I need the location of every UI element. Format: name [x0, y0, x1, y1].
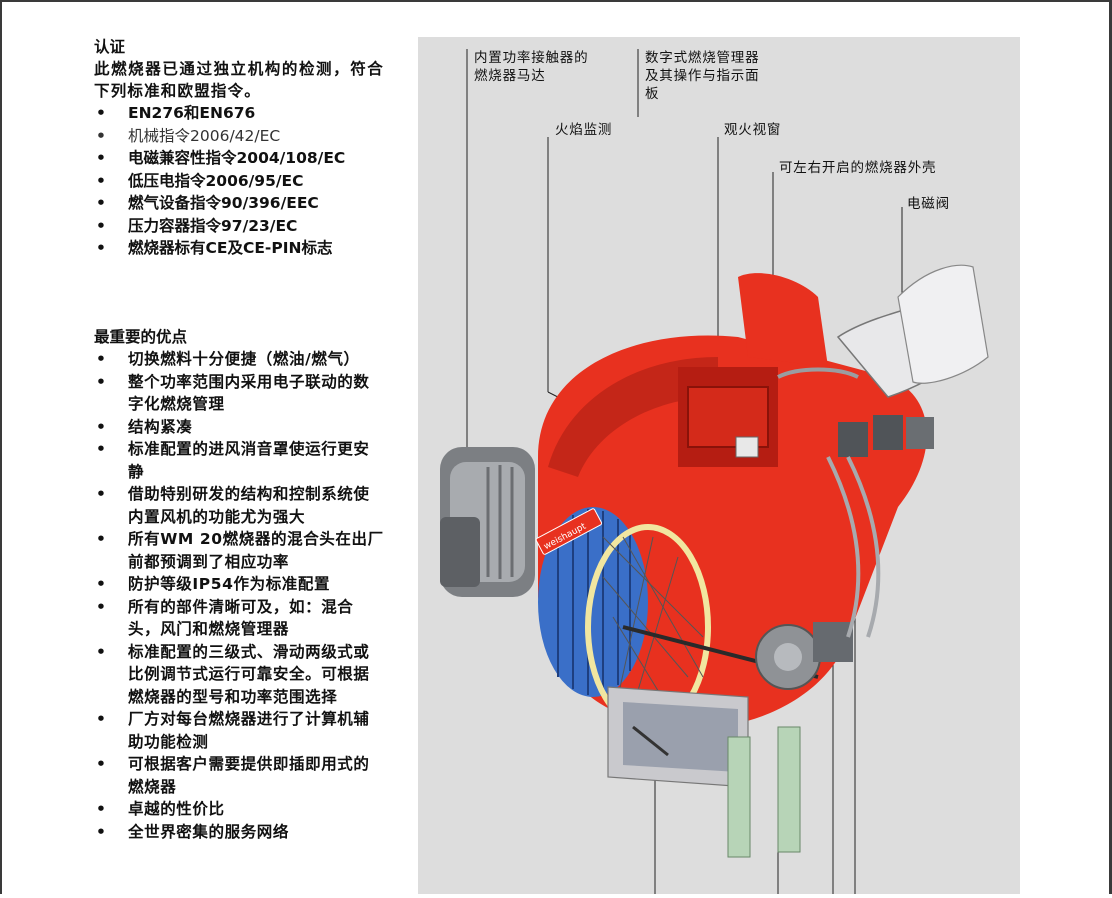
list-item: 卓越的性价比: [94, 798, 384, 821]
list-item: 标准配置的进风消音罩使运行更安静: [94, 438, 384, 483]
burner-fan: [538, 507, 819, 730]
list-item: 所有的部件清晰可及，如：混合头，风门和燃烧管理器: [94, 596, 384, 641]
callout-manager: 数字式燃烧管理器 及其操作与指示面 板: [645, 49, 759, 103]
advantages-heading: 最重要的优点: [94, 328, 188, 346]
callout-housing-text: 可左右开启的燃烧器外壳: [779, 160, 937, 176]
burner-valves: [838, 415, 934, 457]
burner-hoses: [727, 367, 881, 858]
list-item: 燃烧器标有CE及CE-PIN标志: [94, 237, 384, 260]
list-item: 压力容器指令97/23/EC: [94, 215, 384, 238]
callout-motor: 内置功率接触器的 燃烧器马达: [474, 49, 588, 85]
callout-motor-text: 内置功率接触器的 燃烧器马达: [474, 50, 589, 84]
callout-manager-text: 数字式燃烧管理器 及其操作与指示面 板: [645, 50, 760, 102]
page-frame-left: [0, 0, 2, 894]
certification-intro: 此燃烧器已通过独立机构的检测，符合下列标准和欧盟指令。: [94, 60, 384, 100]
list-item: 燃气设备指令90/396/EEC: [94, 192, 384, 215]
list-item: 电磁兼容性指令2004/108/EC: [94, 147, 384, 170]
page-frame-right: [1109, 0, 1112, 894]
advantages-section: 最重要的优点 切换燃料十分便捷（燃油/燃气） 整个功率范围内采用电子联动的数字化…: [94, 326, 384, 843]
certification-list: EN276和EN676 机械指令2006/42/EC 电磁兼容性指令2004/1…: [94, 102, 384, 260]
certification-section: 认证 此燃烧器已通过独立机构的检测，符合下列标准和欧盟指令。 EN276和EN6…: [94, 36, 384, 260]
list-item: 结构紧凑: [94, 416, 384, 439]
page-frame-top: [0, 0, 1112, 2]
callout-sight-glass: 观火视窗: [724, 121, 781, 139]
list-item: 整个功率范围内采用电子联动的数字化燃烧管理: [94, 371, 384, 416]
list-item: 所有WM 20燃烧器的混合头在出厂前都预调到了相应功率: [94, 528, 384, 573]
callout-solenoid-text: 电磁阀: [907, 196, 950, 212]
callout-flame-monitor: 火焰监测: [555, 121, 612, 139]
burner-motor: [440, 447, 535, 597]
burner-drawing: weishaupt: [440, 49, 989, 894]
list-item: 低压电指令2006/95/EC: [94, 170, 384, 193]
burner-air-intake: [607, 686, 749, 788]
list-item: 可根据客户需要提供即插即用式的燃烧器: [94, 753, 384, 798]
advantages-list: 切换燃料十分便捷（燃油/燃气） 整个功率范围内采用电子联动的数字化燃烧管理 结构…: [94, 348, 384, 843]
burner-illustration: weishaupt 内置功率接触器的 燃烧器马达: [418, 37, 1020, 894]
list-item: EN276和EN676: [94, 102, 384, 125]
certification-heading: 认证: [94, 38, 126, 56]
list-item: 借助特别研发的结构和控制系统使内置风机的功能尤为强大: [94, 483, 384, 528]
callout-housing: 可左右开启的燃烧器外壳: [779, 159, 936, 177]
list-item: 全世界密集的服务网络: [94, 821, 384, 844]
burner-pump: [755, 622, 853, 690]
callout-solenoid: 电磁阀: [907, 195, 950, 213]
callout-flame-monitor-text: 火焰监测: [555, 122, 613, 138]
list-item: 机械指令2006/42/EC: [94, 125, 384, 148]
list-item: 切换燃料十分便捷（燃油/燃气）: [94, 348, 384, 371]
list-item: 厂方对每台燃烧器进行了计算机辅助功能检测: [94, 708, 384, 753]
callout-sight-glass-text: 观火视窗: [724, 122, 782, 138]
list-item: 标准配置的三级式、滑动两级式或比例调节式运行可靠安全。可根据燃烧器的型号和功率范…: [94, 641, 384, 709]
list-item: 防护等级IP54作为标准配置: [94, 573, 384, 596]
